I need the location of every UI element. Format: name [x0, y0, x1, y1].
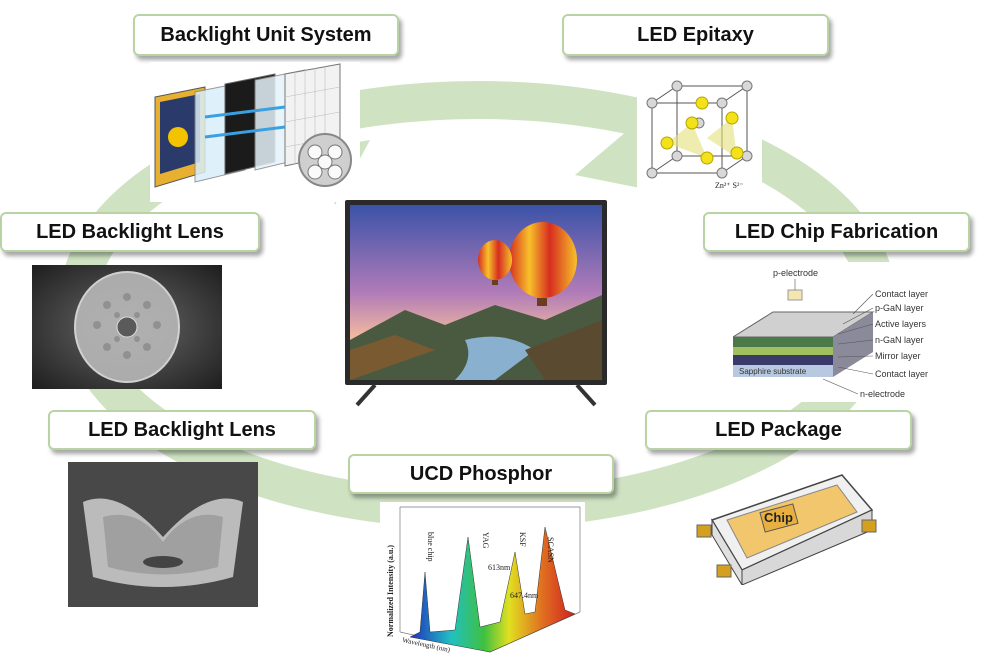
led-epitaxy-crystal-illustration: Zn²⁺ S²⁻ [637, 78, 762, 193]
chip-contact-layer-bottom-label: Contact layer [875, 369, 928, 379]
led-backlight-lens-photo-bottom [68, 462, 258, 607]
label-led-backlight-lens-bottom: LED Backlight Lens [48, 410, 316, 450]
peak-yag-label: YAG [481, 532, 490, 549]
label-led-package: LED Package [645, 410, 912, 450]
spectrum-ylabel: Normalized Intensity (a.u.) [386, 545, 395, 637]
backlight-unit-illustration [150, 62, 360, 202]
led-chip-fabrication-diagram: Sapphire substrate p-electrode Contact l… [733, 262, 958, 402]
led-package-illustration: Chip [692, 470, 882, 585]
led-backlight-lens-photo-top [32, 265, 222, 389]
chip-mirror-layer-label: Mirror layer [875, 351, 921, 361]
chip-p-gan-label: p-GaN layer [875, 303, 924, 313]
hot-air-balloon-small [478, 240, 512, 280]
package-chip-label: Chip [764, 510, 793, 525]
label-ucd-phosphor: UCD Phosphor [348, 454, 614, 494]
label-led-backlight-lens-top: LED Backlight Lens [0, 212, 260, 252]
label-led-epitaxy: LED Epitaxy [562, 14, 829, 56]
chip-active-layers-label: Active layers [875, 319, 927, 329]
label-led-chip-fabrication: LED Chip Fabrication [703, 212, 970, 252]
peak-blue-chip-label: blue chip [426, 532, 435, 562]
annotation-613nm: 613nm [488, 563, 511, 572]
hot-air-balloon-large [509, 222, 577, 298]
annotation-647nm: 647.4nm [510, 591, 539, 600]
chip-p-electrode-label: p-electrode [773, 268, 818, 278]
chip-sapphire-label: Sapphire substrate [739, 367, 807, 376]
chip-contact-layer-top-label: Contact layer [875, 289, 928, 299]
label-backlight-unit-system: Backlight Unit System [133, 14, 399, 56]
ucd-phosphor-spectrum: Normalized Intensity (a.u.) Wavelength (… [380, 502, 585, 657]
led-tv-illustration [345, 200, 615, 415]
chip-n-electrode-label: n-electrode [860, 389, 905, 399]
peak-scasn-label: SCASN [546, 537, 555, 563]
chip-n-gan-label: n-GaN layer [875, 335, 924, 345]
peak-ksf-label: KSF [518, 532, 527, 547]
crystal-legend: Zn²⁺ S²⁻ [715, 181, 744, 190]
